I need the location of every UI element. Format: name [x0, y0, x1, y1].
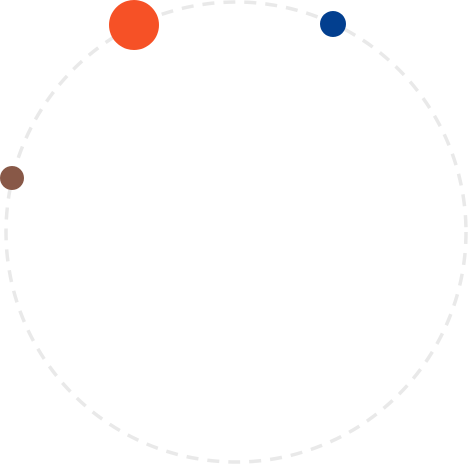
dashed-orbit-ring: [4, 0, 468, 464]
large-orange-dot: [109, 0, 159, 50]
small-brown-dot: [0, 166, 24, 190]
small-blue-dot: [320, 11, 346, 37]
